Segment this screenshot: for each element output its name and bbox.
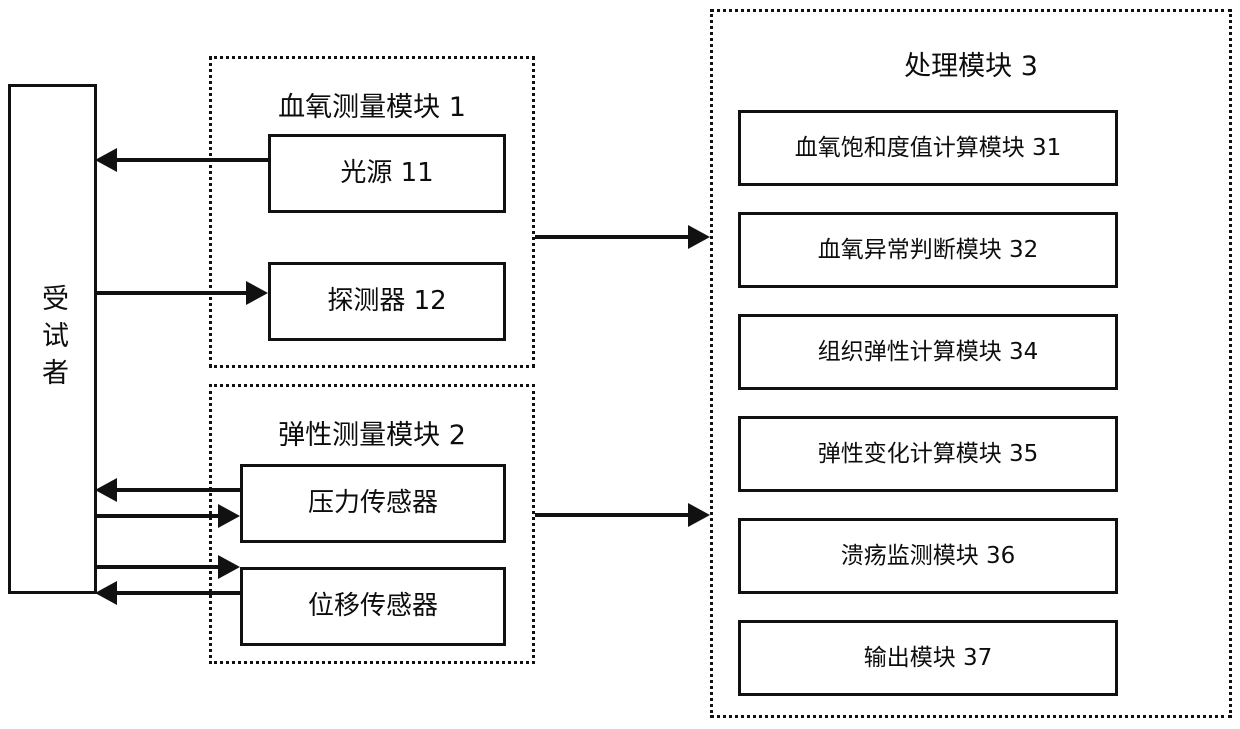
displacement-sensor-box[interactable]: 位移传感器	[240, 567, 506, 646]
pressure-sensor-box[interactable]: 压力传感器	[240, 464, 506, 543]
arrowhead-subject-to-displacement-sensor	[218, 555, 240, 579]
arrowhead-light-source-to-subject	[95, 148, 117, 172]
elasticity-change-module-label: 弹性变化计算模块 35	[817, 440, 1039, 467]
light-source-label: 光源 11	[340, 157, 434, 188]
subject-box[interactable]: 受试者	[8, 84, 97, 594]
connector-module1-to-module3	[535, 235, 690, 239]
arrowhead-pressure-sensor-to-subject	[95, 478, 117, 502]
processing-module-title: 处理模块 3	[904, 51, 1038, 82]
blood-oxygen-measurement-module-group[interactable]: 血氧测量模块 1	[209, 56, 535, 368]
detector-box[interactable]: 探测器 12	[268, 262, 506, 341]
spo2-calculation-module-label: 血氧饱和度值计算模块 31	[794, 134, 1062, 161]
ulcer-monitoring-module-box[interactable]: 溃疡监测模块 36	[738, 518, 1118, 594]
pressure-sensor-label: 压力传感器	[307, 487, 438, 518]
processing-module-group[interactable]: 处理模块 3	[710, 9, 1232, 718]
ulcer-monitoring-module-label: 溃疡监测模块 36	[840, 542, 1016, 569]
tissue-elasticity-module-label: 组织弹性计算模块 34	[817, 338, 1039, 365]
spo2-abnormality-module-label: 血氧异常判断模块 32	[817, 236, 1039, 263]
arrowhead-subject-to-detector	[246, 281, 268, 305]
tissue-elasticity-module-box[interactable]: 组织弹性计算模块 34	[738, 314, 1118, 390]
connector-subject-to-pressure-sensor	[95, 514, 220, 518]
connector-module2-to-module3	[535, 513, 690, 517]
spo2-abnormality-module-box[interactable]: 血氧异常判断模块 32	[738, 212, 1118, 288]
light-source-box[interactable]: 光源 11	[268, 134, 506, 213]
arrowhead-subject-to-pressure-sensor	[218, 504, 240, 528]
output-module-box[interactable]: 输出模块 37	[738, 620, 1118, 696]
detector-label: 探测器 12	[327, 285, 447, 316]
displacement-sensor-label: 位移传感器	[307, 590, 438, 621]
connector-subject-to-displacement-sensor	[95, 565, 220, 569]
arrowhead-module2-to-module3	[688, 503, 710, 527]
arrowhead-displacement-sensor-to-subject	[95, 581, 117, 605]
elasticity-measurement-module-title: 弹性测量模块 2	[278, 420, 466, 451]
subject-label: 受试者	[37, 283, 68, 395]
connector-subject-to-detector	[95, 291, 248, 295]
connector-displacement-sensor-to-subject	[115, 591, 242, 595]
spo2-calculation-module-box[interactable]: 血氧饱和度值计算模块 31	[738, 110, 1118, 186]
arrowhead-module1-to-module3	[688, 225, 710, 249]
connector-pressure-sensor-to-subject	[115, 488, 242, 492]
output-module-label: 输出模块 37	[863, 644, 993, 671]
elasticity-change-module-box[interactable]: 弹性变化计算模块 35	[738, 416, 1118, 492]
elasticity-measurement-module-group[interactable]: 弹性测量模块 2	[209, 384, 535, 664]
blood-oxygen-measurement-module-title: 血氧测量模块 1	[278, 92, 466, 123]
connector-light-source-to-subject	[115, 158, 270, 162]
